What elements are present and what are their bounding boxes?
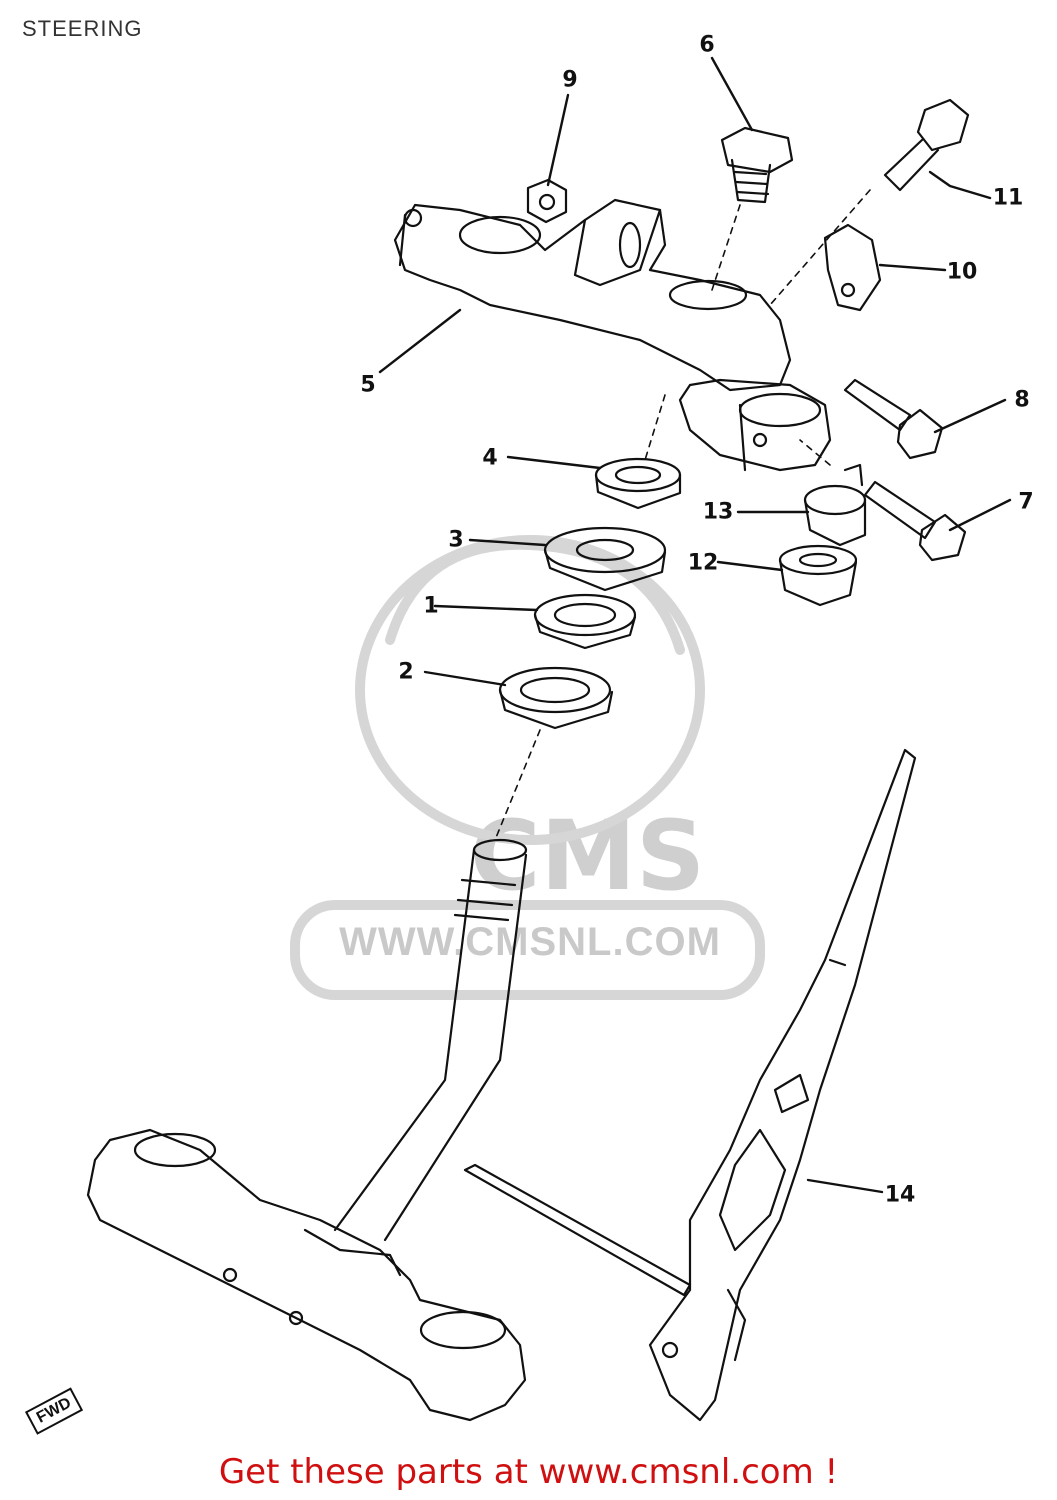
callout-6: 6 xyxy=(699,32,715,58)
watermark-url: WWW.CMSNL.COM xyxy=(339,920,721,964)
part-1-bearing xyxy=(533,593,637,650)
part-9-nut xyxy=(526,178,568,224)
callout-leaders xyxy=(378,56,1012,1194)
part-6-bolt xyxy=(720,126,794,204)
callout-11: 11 xyxy=(992,185,1024,211)
part-4-ring-nut xyxy=(594,457,682,510)
callout-1: 1 xyxy=(423,593,439,619)
bracket-clamp xyxy=(678,378,832,472)
part-2-bearing xyxy=(498,666,614,730)
part-8-bolt xyxy=(843,378,944,460)
callout-14: 14 xyxy=(884,1182,916,1208)
part-12-grommet xyxy=(778,544,858,607)
watermark-mascot xyxy=(290,535,765,1000)
part-7-bolt xyxy=(863,480,967,562)
assembly-axis xyxy=(494,189,871,841)
callout-8: 8 xyxy=(1014,387,1030,413)
callout-5: 5 xyxy=(360,372,376,398)
footer-cta-link[interactable]: Get these parts at www.cmsnl.com ! xyxy=(218,1452,839,1492)
callout-3: 3 xyxy=(448,527,464,553)
part-14-stay xyxy=(463,748,917,1422)
callout-9: 9 xyxy=(562,67,578,93)
part-10-clamp xyxy=(823,223,882,312)
callout-12: 12 xyxy=(687,550,719,576)
callout-4: 4 xyxy=(482,445,498,471)
callout-2: 2 xyxy=(398,659,414,685)
part-11-bolt xyxy=(883,98,970,192)
watermark-logo: CMS xyxy=(470,800,706,912)
upper-bracket xyxy=(393,198,792,392)
part-13-bushing xyxy=(803,463,867,547)
lower-bracket xyxy=(86,1128,527,1422)
callout-13: 13 xyxy=(702,499,734,525)
part-3-cover xyxy=(543,526,667,592)
page-title: STEERING xyxy=(22,16,143,41)
callout-7: 7 xyxy=(1018,489,1034,515)
steering-stem xyxy=(333,838,528,1242)
callout-10: 10 xyxy=(946,259,978,285)
